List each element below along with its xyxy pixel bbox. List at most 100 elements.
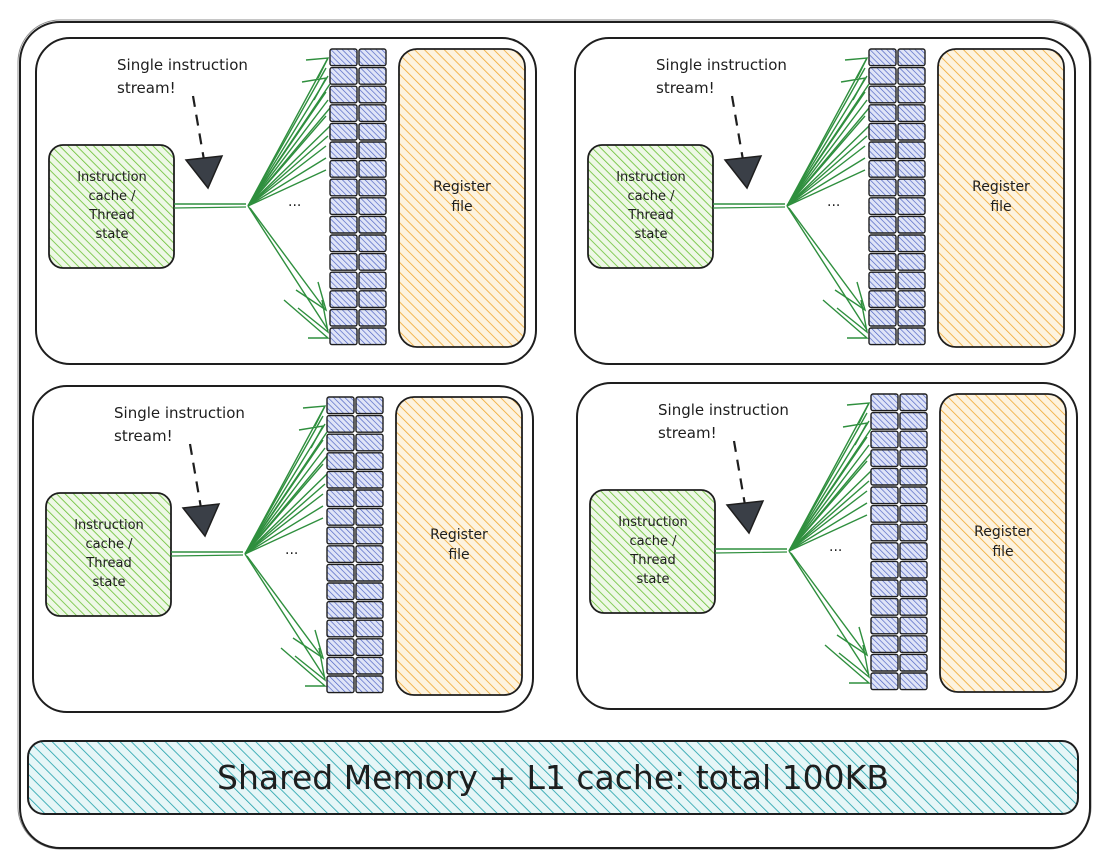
warp-block-border [35,37,537,365]
register-file-box [939,393,1067,693]
alu-cell [358,178,387,197]
dispatch-arrow [788,480,870,552]
annotation-text: Single instruction [117,56,248,74]
alu-cell [897,85,926,104]
arrowhead [294,647,327,682]
alu-cell [329,141,358,160]
alu-cell [868,252,897,271]
alu-cell [358,122,387,141]
alu-cell [870,616,899,635]
annotation-text: Single instruction [658,401,789,419]
dispatch-arrow [786,157,866,207]
dispatch-arrow [786,205,868,331]
alu-cell [355,396,384,415]
dispatch-arrow [788,502,868,552]
alu-cell [897,66,926,85]
annotation-text: stream! [658,424,717,442]
shared-memory-block: Shared Memory + L1 cache: total 100KB [27,740,1079,815]
alu-cell [897,48,926,67]
instruction-cache-label: Instruction [616,170,686,185]
instruction-cache-label: state [635,227,668,242]
alu-cell [897,308,926,327]
alu-cell [868,66,897,85]
register-file-box [398,48,526,348]
alu-cell [355,452,384,471]
alu-cell [326,638,355,657]
instruction-cache-label: Instruction [74,518,144,533]
alu-cell [358,215,387,234]
alu-cell [355,545,384,564]
alu-cell [899,616,928,635]
alu-cell [358,159,387,178]
alu-cell [326,675,355,694]
alu-cell [355,563,384,582]
alu-cell [870,579,899,598]
dispatch-arrow [786,91,866,207]
register-file-label: Register [972,179,1030,195]
alu-cell [868,178,897,197]
arrowhead [305,57,330,79]
alu-cell [355,675,384,694]
annotation-text: Single instruction [656,56,787,74]
alu-cell [899,393,928,412]
alu-cell [329,215,358,234]
instruction-cache-label: cache / [629,534,677,549]
dispatch-arrow [244,517,324,555]
annotation-pointer-head [184,155,224,190]
register-file-label: file [990,199,1011,215]
alu-cell [870,449,899,468]
alu-cell [899,504,928,523]
instruction-cache-box [587,144,714,269]
dispatch-arrow [788,412,868,552]
alu-cell [326,545,355,564]
alu-cell [868,215,897,234]
dispatch-arrow [788,490,868,552]
alu-cell [358,234,387,253]
alu-cell [899,672,928,691]
alu-cell [355,582,384,601]
dispatch-arrows [786,57,870,339]
annotation-text: stream! [117,79,176,97]
arrowhead [283,299,330,339]
alu-cell [355,656,384,675]
dispatch-arrow [244,493,324,555]
dispatch-arrow [788,207,864,309]
alu-cell [355,414,384,433]
alu-cell [870,393,899,412]
alu-cell [355,526,384,545]
arrowhead [297,299,330,334]
alu-cell [329,159,358,178]
dispatch-arrow [244,483,326,555]
annotation-pointer [191,95,206,161]
alu-cell [329,271,358,290]
alu-cell [329,122,358,141]
alu-cell [899,430,928,449]
instruction-cache-box [48,144,175,269]
dispatch-arrow [247,135,329,207]
dispatch-arrow [786,99,868,207]
register-file-label: Register [974,524,1032,540]
alu-cell [329,252,358,271]
annotation-pointer-head [181,503,221,538]
dispatch-arrow [788,460,868,552]
alu-cell [358,290,387,309]
dispatch-arrow [244,553,326,679]
annotation-text: stream! [656,79,715,97]
dispatch-arrow [247,99,329,207]
instruction-cache-label: cache / [627,189,675,204]
alu-cell [358,85,387,104]
dispatch-arrow [786,115,866,207]
alu-cell [897,122,926,141]
alu-cell [868,104,897,123]
register-file-label: file [451,199,472,215]
alu-cell [329,48,358,67]
dispatch-arrow [247,91,327,207]
alu-cell [897,290,926,309]
alu-cell [868,327,897,346]
alu-cell [355,507,384,526]
alu-cell [358,48,387,67]
alu-cell [358,141,387,160]
instruction-cache-box [45,492,172,617]
alu-cell [868,122,897,141]
